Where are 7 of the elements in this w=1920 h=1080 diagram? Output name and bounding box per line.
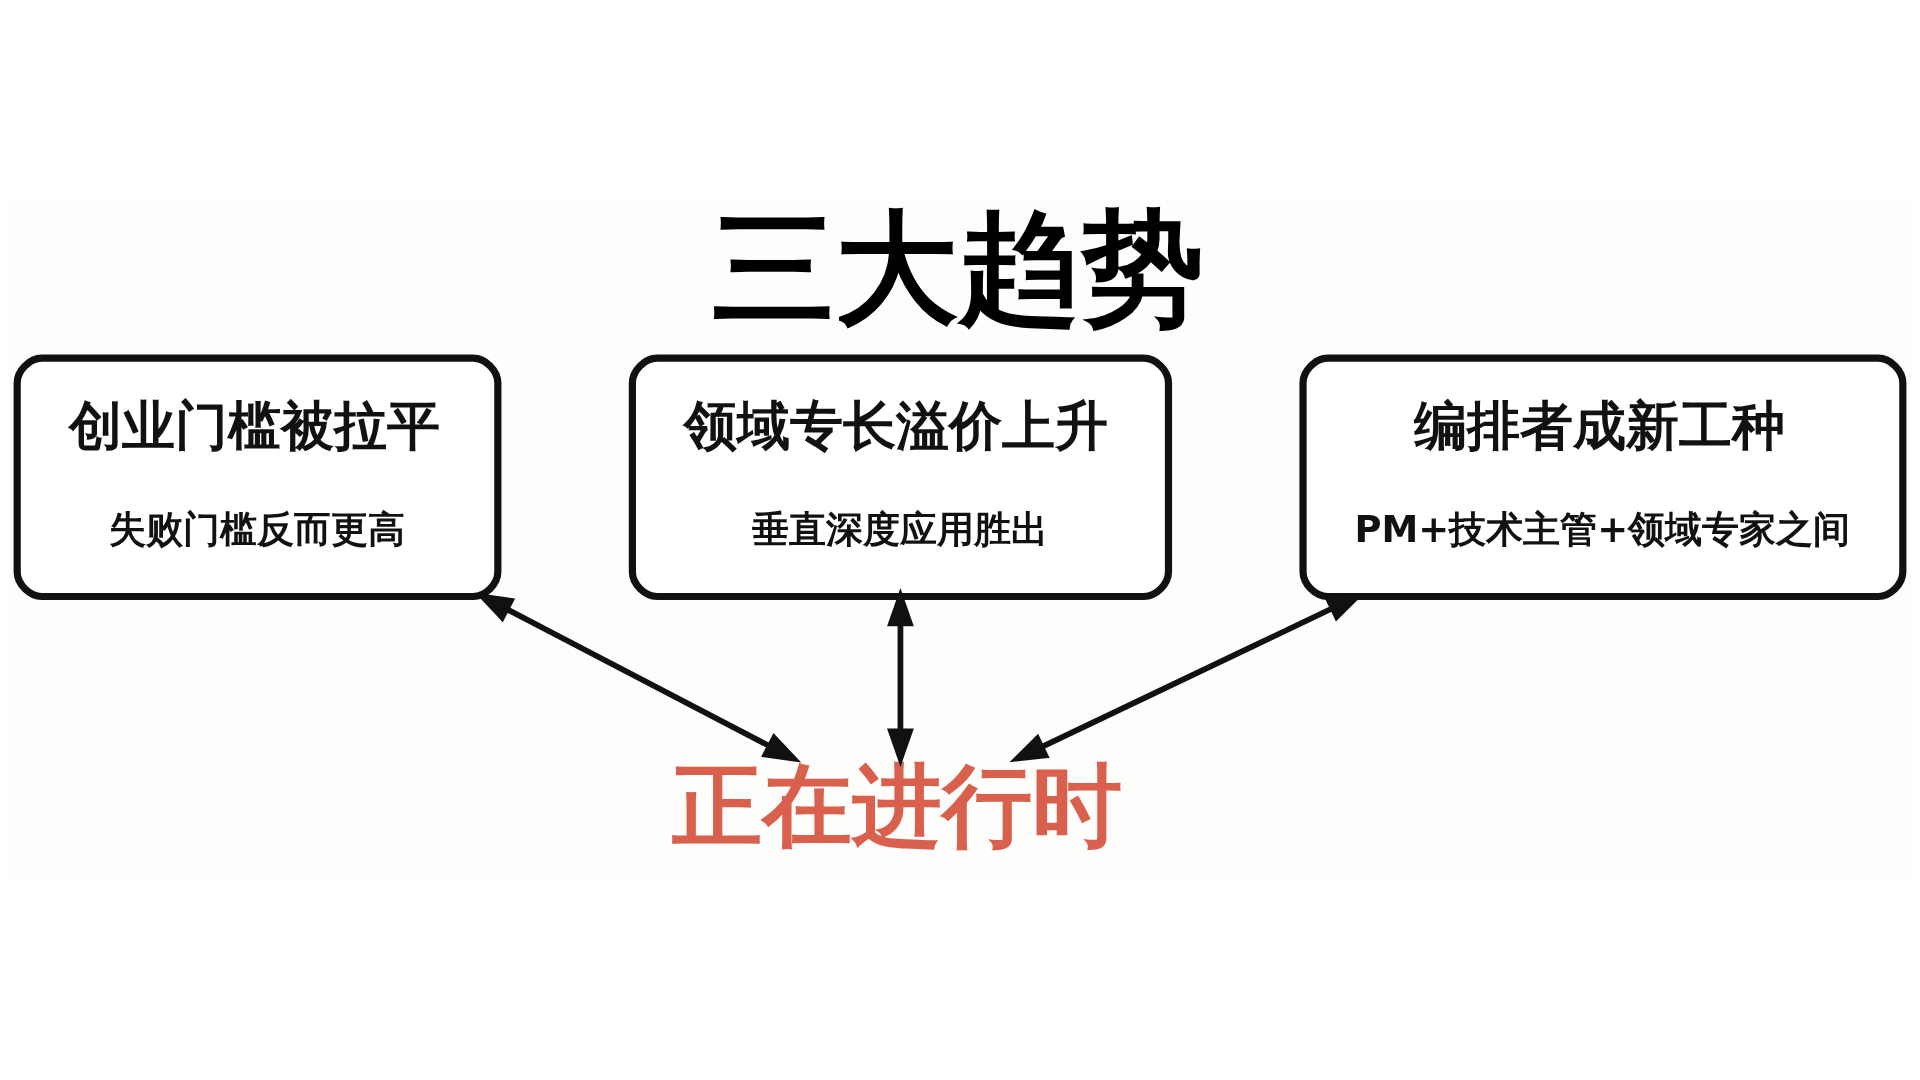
arrow — [475, 592, 802, 763]
node-box: 编排者成新工种 PM+技术主管+领域专家之间 — [1299, 354, 1907, 601]
diagram-title: 三大趋势 — [712, 196, 1205, 340]
node-text: 正在进行时 — [672, 753, 1123, 859]
node-box: 领域专长溢价上升 垂直深度应用胜出 — [628, 354, 1173, 601]
node-box: 创业门槛被拉平 失败门槛反而更高 — [13, 354, 502, 601]
arrow — [887, 588, 914, 767]
